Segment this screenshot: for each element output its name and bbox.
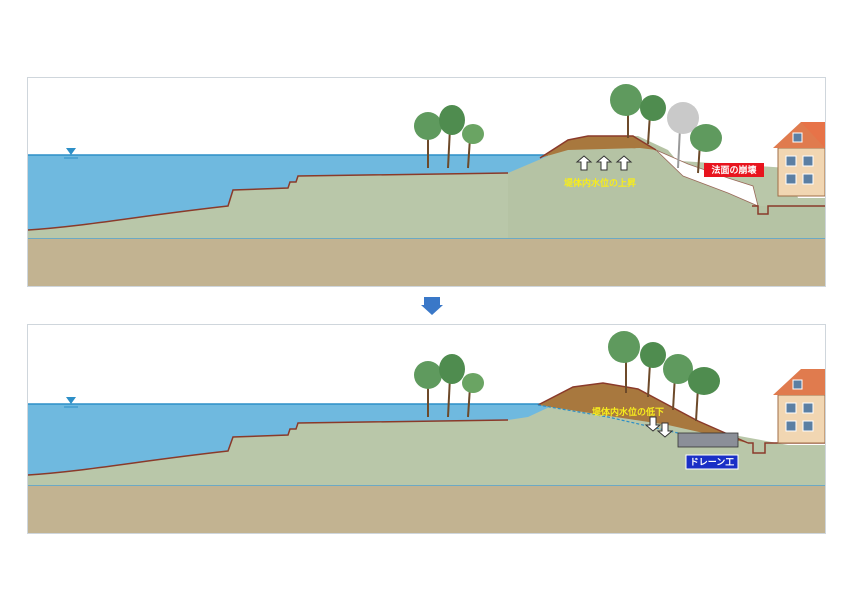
after-diagram: 堤体内水位の低下 ドレーン工 — [28, 331, 825, 533]
before-diagram: 法面の崩壊 堤体内水位の上昇 — [28, 84, 825, 286]
tree-icon — [610, 84, 722, 174]
drain-structure — [677, 432, 739, 448]
up-arrow-icon — [575, 155, 633, 171]
down-arrow-icon — [644, 416, 674, 438]
water-level-icon — [64, 397, 78, 408]
water-level-drop-label: 堤体内水位の低下 — [592, 406, 664, 418]
tree-icon — [414, 354, 484, 418]
embankment-crown — [540, 136, 656, 158]
embankment-crown — [538, 383, 748, 443]
slope-failure-label: 法面の崩壊 — [711, 164, 757, 176]
tree-icon — [414, 105, 484, 169]
house-icon — [773, 122, 825, 197]
drain-label: ドレーン工 — [690, 457, 735, 468]
down-arrow-icon — [421, 297, 443, 319]
slope-failure-badge — [704, 163, 764, 177]
before-panel: 法面の崩壊 堤体内水位の上昇 — [27, 77, 826, 287]
house-icon — [773, 369, 825, 444]
ground-layer — [28, 238, 825, 286]
water-level-rise-label: 堤体内水位の上昇 — [564, 177, 636, 189]
after-panel: 堤体内水位の低下 ドレーン工 — [27, 324, 826, 534]
tree-icon — [608, 331, 720, 422]
water-level-icon — [64, 148, 78, 159]
drain-badge — [685, 454, 739, 470]
collapsed-slope — [655, 149, 759, 207]
ground-layer — [28, 485, 825, 533]
